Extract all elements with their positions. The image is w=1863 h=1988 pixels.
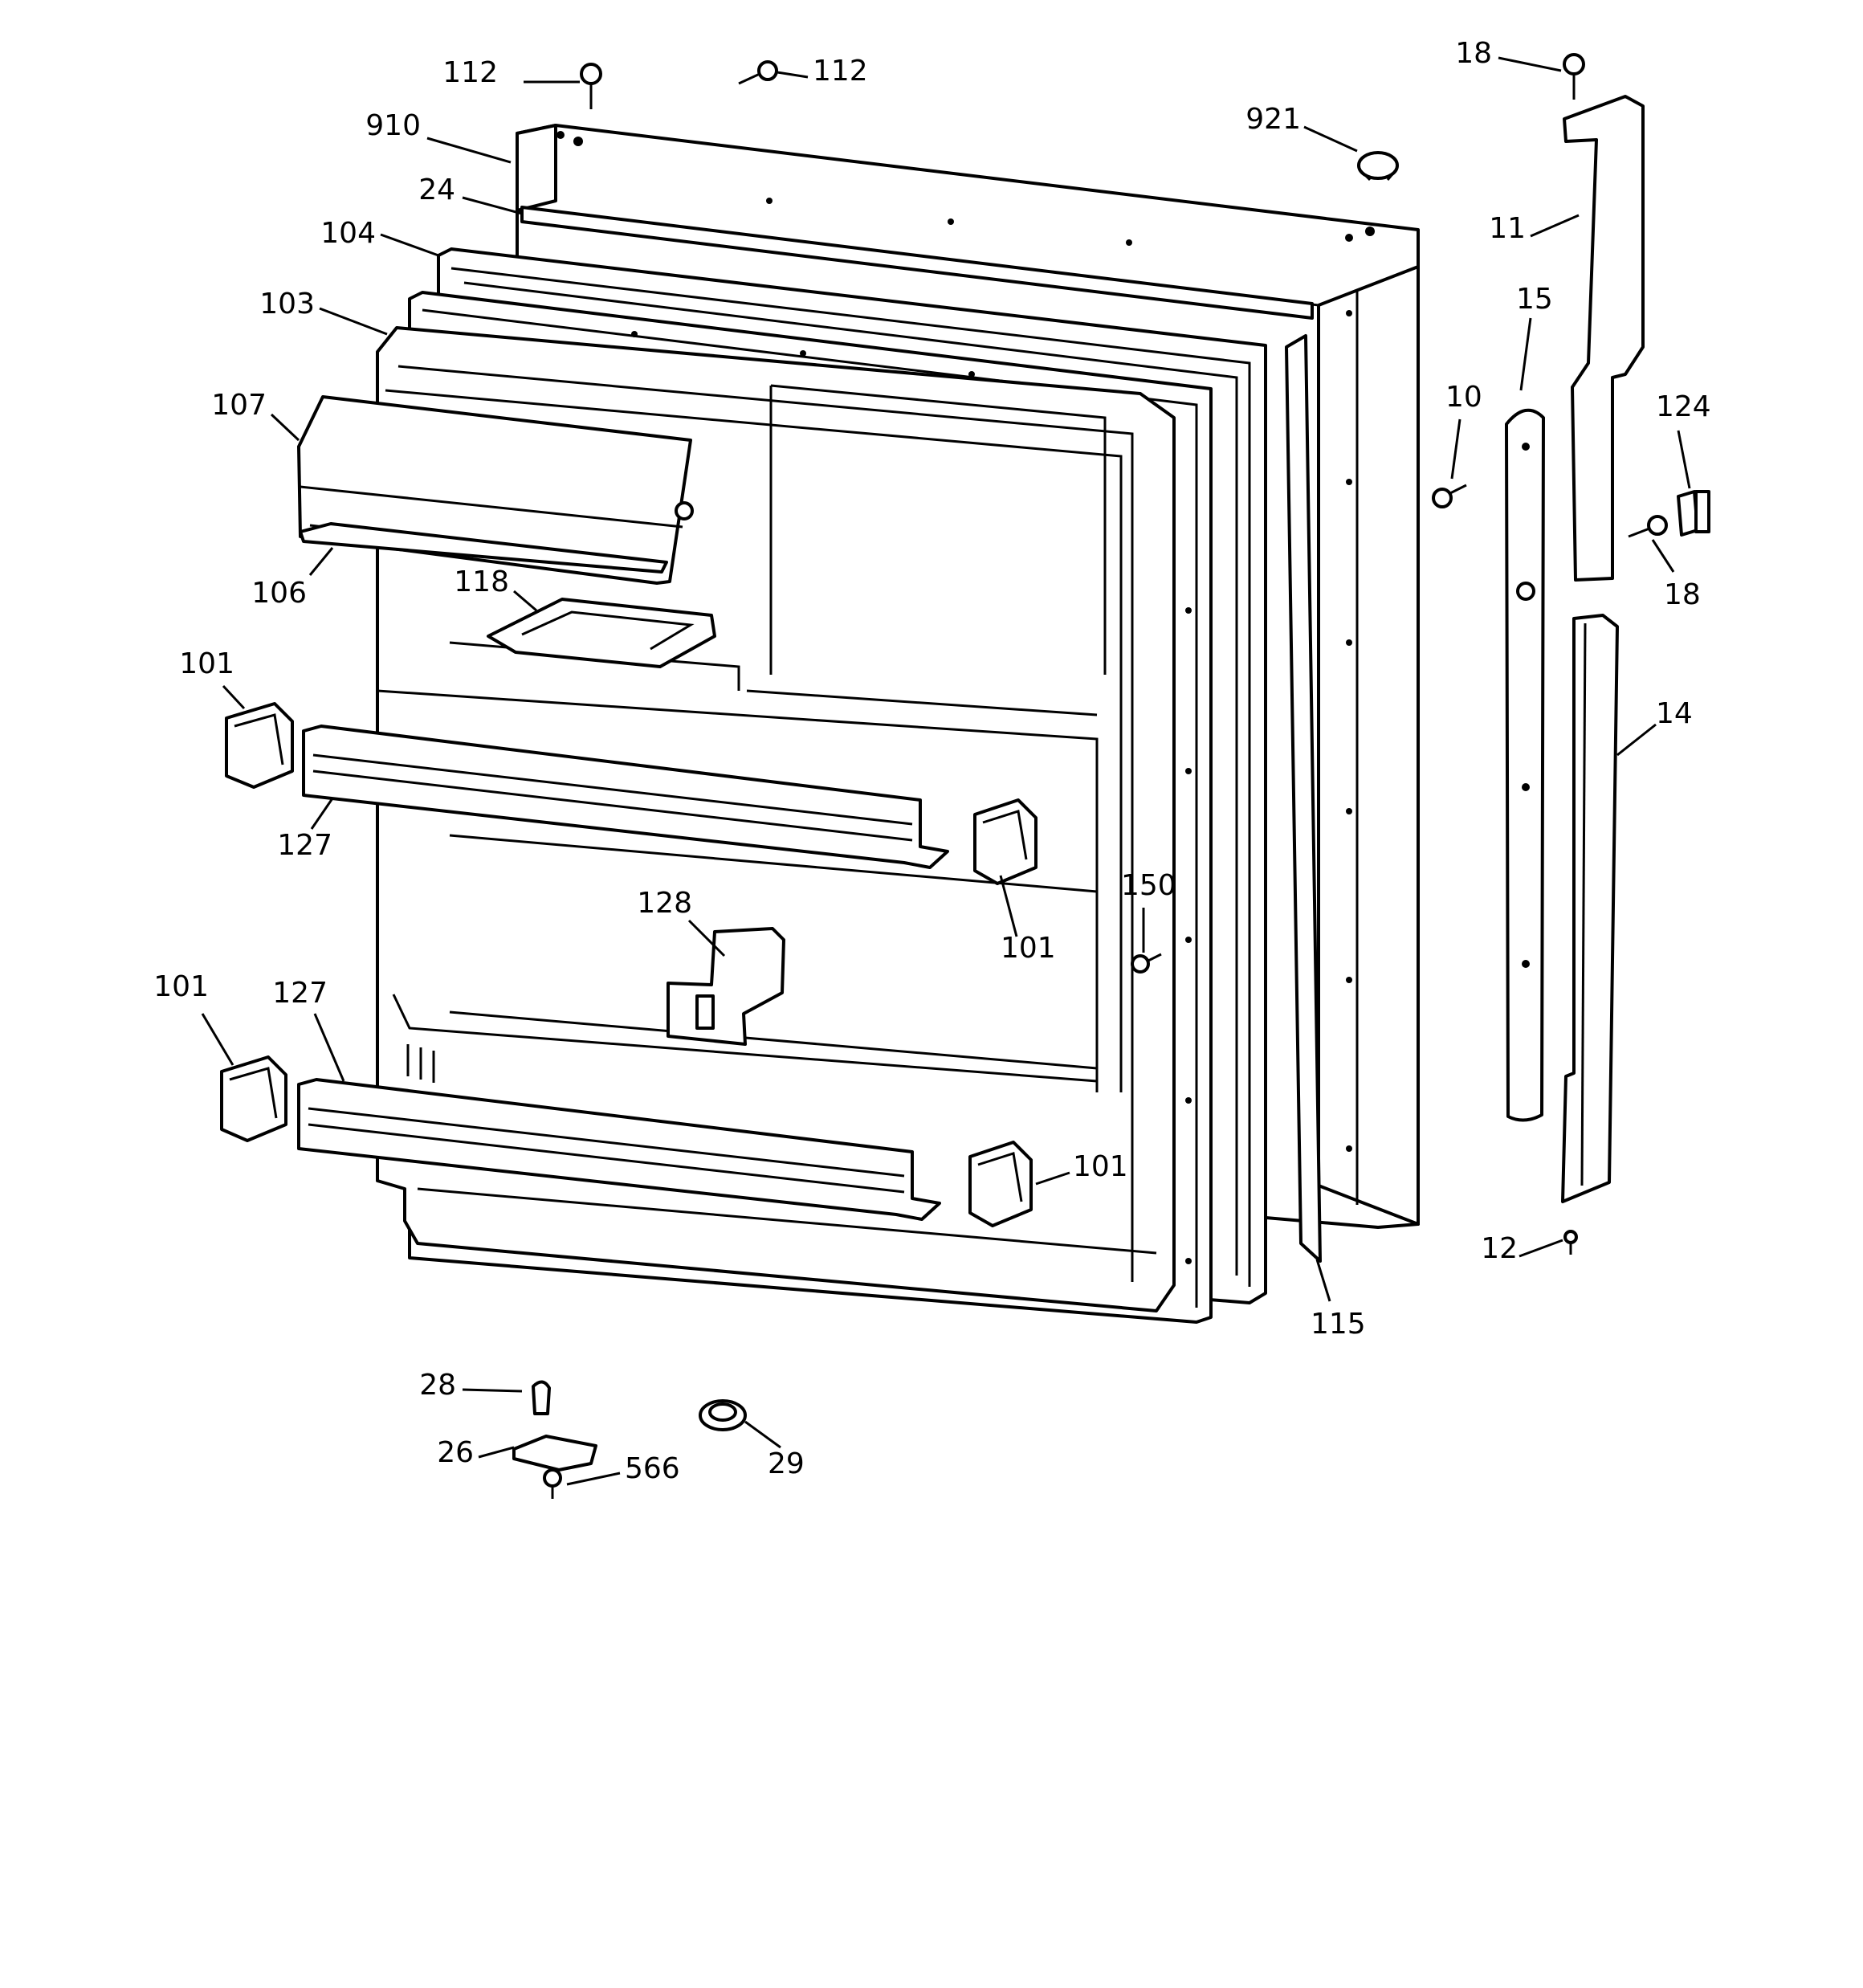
leader-line-c127b <box>313 1013 345 1082</box>
leader-line-c29 <box>744 1420 781 1449</box>
hinge-pin <box>532 1380 551 1415</box>
leader-line-c921 <box>1303 125 1358 153</box>
shelf-end-cap-lower-right <box>968 1141 1033 1227</box>
leader-line-c24 <box>462 196 523 215</box>
leader-line-c112b <box>777 71 809 79</box>
upper-shelf-bar <box>302 725 949 869</box>
callout-label-c28: 28 <box>419 1369 456 1402</box>
callout-label-c24: 24 <box>418 173 455 206</box>
leader-line-c101d <box>1035 1171 1070 1186</box>
callout-label-c127b: 127 <box>272 977 328 1010</box>
shelf-end-cap-lower-left <box>220 1055 287 1142</box>
callout-label-c101a: 101 <box>179 647 234 680</box>
dairy-hinge <box>299 522 668 574</box>
callout-label-c115: 115 <box>1311 1308 1366 1341</box>
callout-label-c18b: 18 <box>1664 578 1701 611</box>
callout-label-c127a: 127 <box>277 829 332 862</box>
callout-label-c118: 118 <box>454 565 509 598</box>
screw-12 <box>1563 1230 1578 1255</box>
egg-tray <box>487 598 716 668</box>
lower-handle-extrusion <box>1561 614 1619 1203</box>
leader-line-c15 <box>1519 317 1532 391</box>
shelf-end-cap-upper-right <box>973 798 1037 885</box>
leader-line-c101a <box>222 684 246 710</box>
callout-label-c101d: 101 <box>1073 1150 1128 1183</box>
bottle-retainer <box>667 927 785 1046</box>
leader-line-c14 <box>1616 723 1657 757</box>
callout-label-c910: 910 <box>365 109 421 142</box>
shelf-end-cap-upper-left <box>225 702 294 789</box>
screw-18-side <box>1628 515 1668 538</box>
grommet <box>699 1399 747 1431</box>
callout-label-c29: 29 <box>768 1447 805 1480</box>
callout-label-c14: 14 <box>1656 697 1693 730</box>
leader-line-c566 <box>566 1472 621 1486</box>
leader-line-c12 <box>1519 1239 1563 1258</box>
leader-line-c11 <box>1530 214 1580 238</box>
screw-566 <box>543 1468 562 1499</box>
callout-label-c101c: 101 <box>153 970 209 1003</box>
handle-bracket <box>1677 490 1710 537</box>
leader-line-c127a <box>310 798 334 830</box>
leader-line-c18b <box>1651 539 1675 573</box>
callout-label-c10: 10 <box>1445 381 1482 414</box>
callout-label-c103: 103 <box>259 288 315 320</box>
callout-label-c15: 15 <box>1516 283 1553 316</box>
callout-label-c921: 921 <box>1245 103 1301 136</box>
callout-label-c112a: 112 <box>442 56 498 89</box>
callout-label-c11: 11 <box>1489 212 1526 245</box>
callout-label-c112b: 112 <box>813 55 868 88</box>
plug-button <box>1357 151 1399 182</box>
handle-trim-strip <box>1505 408 1545 1122</box>
leader-line-c124 <box>1677 430 1691 489</box>
leader-line-c101c <box>201 1013 234 1066</box>
hinge-plate <box>512 1435 597 1472</box>
leader-line-c18a <box>1498 56 1562 72</box>
callout-label-c101b: 101 <box>1001 932 1056 965</box>
leader-line-c118 <box>513 590 537 612</box>
screw-150 <box>1131 953 1162 974</box>
callout-label-c107: 107 <box>211 389 267 422</box>
callout-label-c150: 150 <box>1121 869 1176 902</box>
leader-line-c128 <box>687 919 726 957</box>
callout-label-c128: 128 <box>637 887 692 920</box>
callout-label-c566: 566 <box>625 1452 680 1485</box>
leader-line-c101b <box>999 875 1018 937</box>
callout-leaders <box>201 56 1691 1486</box>
screw-112-vertical <box>580 63 602 109</box>
side-gasket-strip <box>1285 334 1322 1263</box>
door-handle <box>1563 95 1645 582</box>
leader-line-c910 <box>426 137 512 164</box>
leader-line-c28 <box>462 1388 523 1393</box>
callout-label-c18a: 18 <box>1455 37 1492 70</box>
callout-label-c26: 26 <box>437 1436 474 1469</box>
callout-label-c106: 106 <box>251 577 307 610</box>
screw-112-horizontal <box>738 60 778 85</box>
leader-line-c104 <box>380 233 439 257</box>
leader-line-c103 <box>319 307 388 336</box>
leader-line-c10 <box>1450 418 1461 480</box>
leader-line-c26 <box>478 1446 515 1459</box>
callout-label-c12: 12 <box>1481 1232 1518 1265</box>
screw-18-top <box>1563 53 1585 100</box>
leader-line-c106 <box>308 547 334 576</box>
top-cap-strip <box>520 206 1314 320</box>
leader-line-c115 <box>1315 1259 1331 1302</box>
callout-label-c104: 104 <box>320 217 376 250</box>
lower-shelf-bar <box>297 1078 941 1221</box>
leader-line-c107 <box>270 413 300 442</box>
callout-label-c124: 124 <box>1656 390 1711 423</box>
screw-10 <box>1432 484 1467 508</box>
